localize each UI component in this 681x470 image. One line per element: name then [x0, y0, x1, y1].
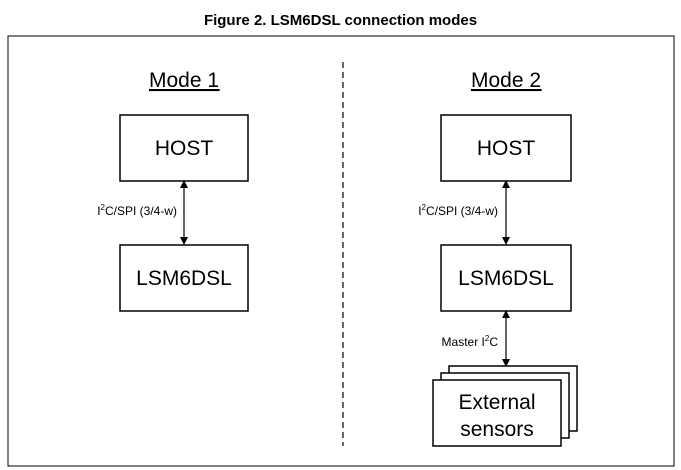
mode1-host-box [119, 114, 249, 182]
mode2-heading: Mode 2 [471, 69, 541, 92]
mode1-panel: Mode 1 HOST I2C/SPI (3/4-w) LSM6DSL [97, 69, 249, 312]
mode2-host-label: HOST [477, 137, 536, 160]
mode2-device-label: LSM6DSL [458, 267, 554, 290]
mode2-link-label: I2C/SPI (3/4-w) [418, 203, 498, 218]
mode2-host-box [440, 114, 572, 182]
sensor-box-front [432, 379, 562, 447]
figure-title: Figure 2. LSM6DSL connection modes [203, 12, 478, 29]
mode2-panel: Mode 2 HOST I2C/SPI (3/4-w) LSM6DSL Mast… [418, 69, 578, 447]
mode1-device-box [119, 244, 249, 312]
mode2-device-box [440, 244, 572, 312]
mode1-device-label: LSM6DSL [136, 267, 232, 290]
mode1-link-label: I2C/SPI (3/4-w) [97, 203, 177, 218]
sensors-label-line1: External [458, 391, 535, 414]
mode1-heading: Mode 1 [149, 69, 219, 92]
sensors-label-line2: sensors [460, 418, 534, 441]
mode2-master-label: Master I2C [442, 334, 499, 349]
mode1-host-label: HOST [155, 137, 214, 160]
figure-frame [7, 35, 675, 467]
